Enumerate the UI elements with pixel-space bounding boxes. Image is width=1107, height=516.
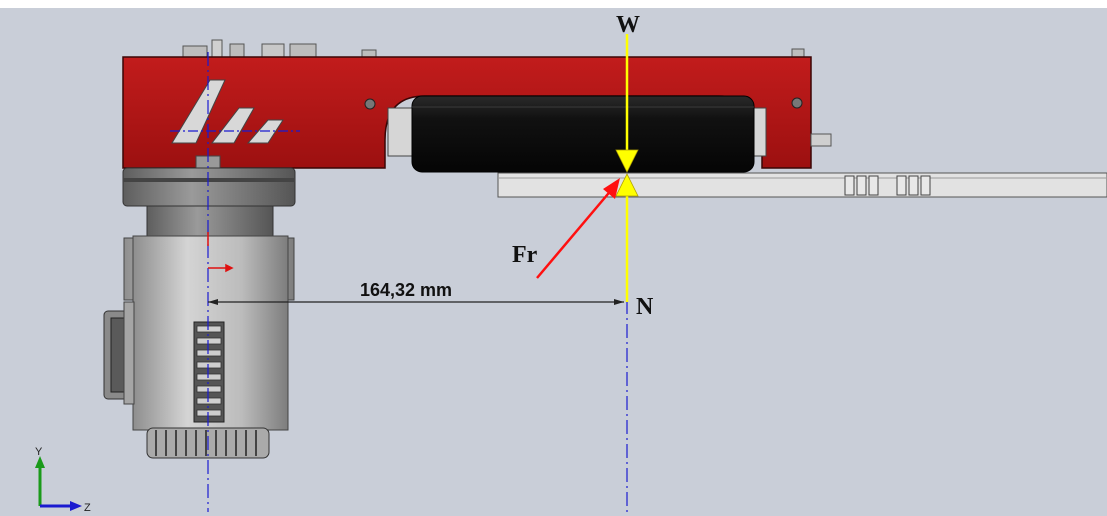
friction-force-label: Fr (512, 242, 538, 268)
drive-roller (387, 95, 767, 173)
weight-force-label: W (616, 12, 640, 38)
knurl-ridges (155, 430, 257, 456)
triad-z-label: Z (84, 502, 91, 514)
gear-teeth (196, 325, 222, 417)
distance-dimension: 164,32 mm (208, 280, 624, 305)
coordinate-triad[interactable]: Y Z (35, 446, 91, 514)
triad-y-label: Y (35, 446, 43, 458)
motor-assembly (103, 155, 296, 459)
normal-force-arrow (615, 173, 639, 302)
viewport-top-border (0, 0, 1107, 8)
origin-marker (207, 232, 234, 273)
motor-centerline (170, 52, 300, 512)
guide-rail (497, 172, 1107, 198)
rail-fasteners (844, 175, 931, 196)
normal-force-label: N (636, 294, 654, 320)
friction-force-arrow (536, 178, 620, 279)
weight-force-arrow (615, 34, 639, 173)
distance-label: 164,32 mm (360, 280, 452, 300)
